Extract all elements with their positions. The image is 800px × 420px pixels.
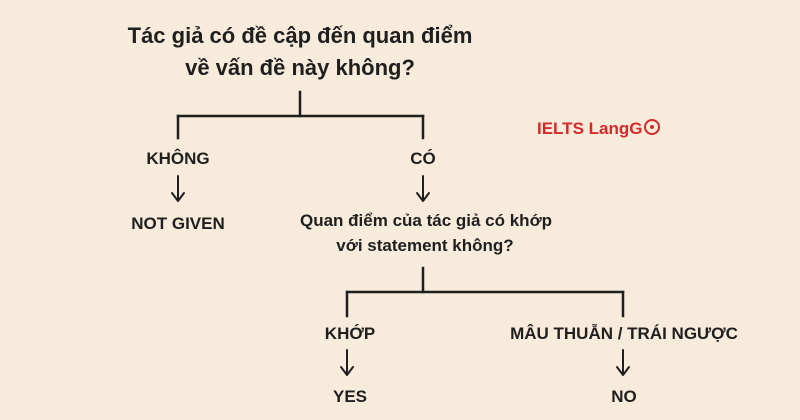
- question-main-line-1: Tác giả có đề cập đến quan điểm: [127, 23, 473, 48]
- branch-label-co: CÓ: [410, 149, 436, 168]
- brand-logo: IELTS LangG: [537, 118, 660, 139]
- question-main: Tác giả có đề cập đến quan điểm về vấn đ…: [100, 20, 500, 84]
- brand-logo-part-1: IELTS: [537, 119, 584, 138]
- arrow-down-icon: [416, 175, 430, 202]
- result-no: NO: [611, 387, 637, 406]
- arrow-down-icon: [171, 175, 185, 202]
- result-yes: YES: [332, 387, 368, 406]
- question-main-line-2: về vấn đề này không?: [185, 55, 415, 80]
- brand-logo-o-icon: [643, 119, 660, 135]
- arrow-down-icon: [340, 349, 354, 376]
- branch-label-khop: KHỚP: [324, 324, 376, 343]
- arrow-down-icon: [616, 349, 630, 376]
- question-secondary: Quan điểm của tác giả có khớp với statem…: [300, 208, 553, 258]
- question-secondary-line-1: Quan điểm của tác giả có khớp: [300, 211, 553, 230]
- brand-logo-part-2: LangG: [588, 119, 643, 138]
- branch-label-mau-thuan: MÂU THUẪN / TRÁI NGƯỢC: [510, 324, 738, 343]
- branch-label-khong: KHÔNG: [146, 149, 210, 168]
- question-secondary-line-2: với statement không?: [336, 236, 514, 255]
- result-not-given: NOT GIVEN: [131, 214, 225, 233]
